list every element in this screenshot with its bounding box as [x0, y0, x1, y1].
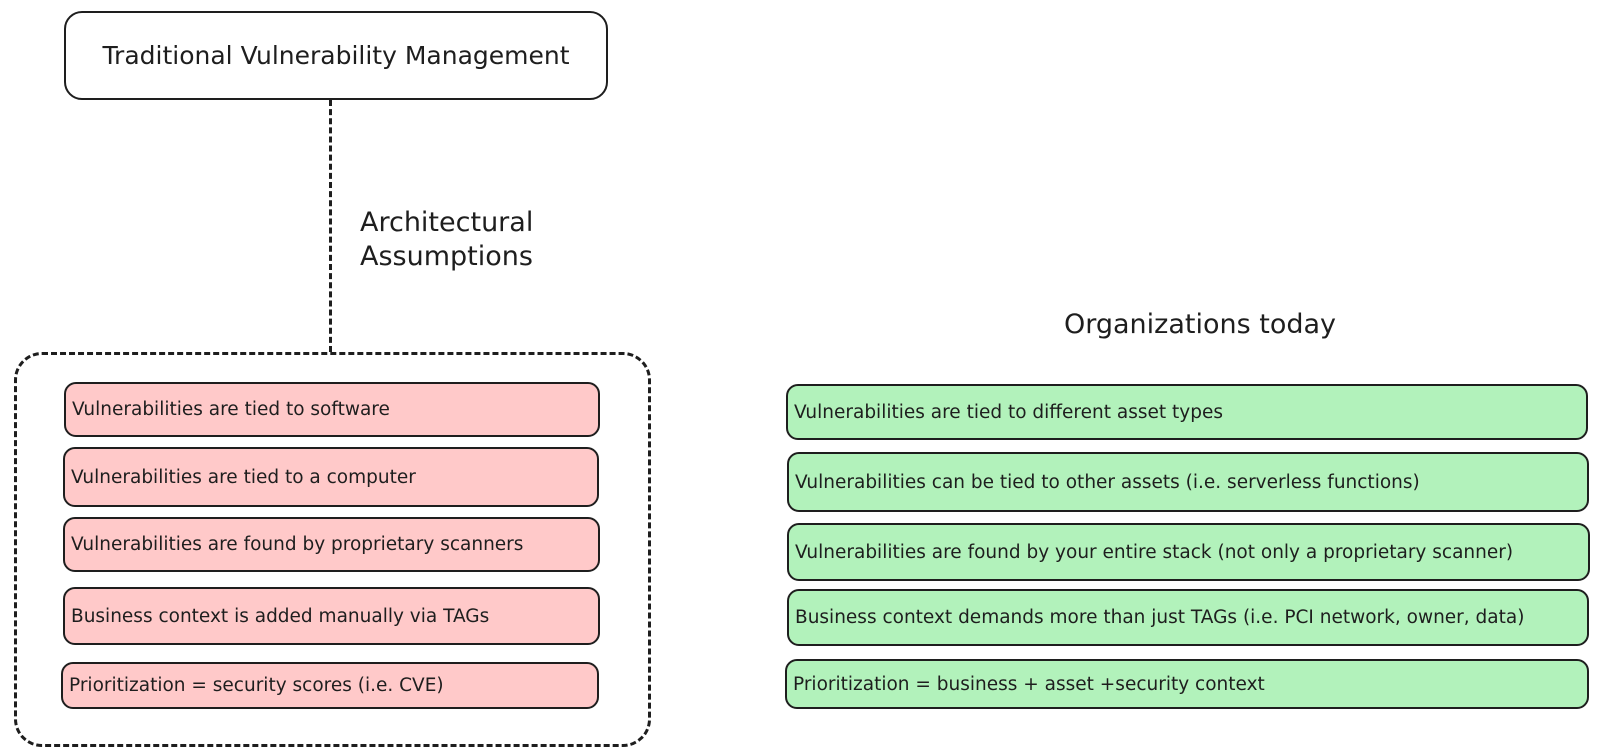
modern-item-text: Vulnerabilities can be tied to other ass…: [795, 471, 1420, 493]
traditional-item-text: Business context is added manually via T…: [71, 605, 490, 627]
traditional-item: Business context is added manually via T…: [63, 587, 600, 645]
title-box: Traditional Vulnerability Management: [64, 11, 608, 100]
title-text: Traditional Vulnerability Management: [102, 41, 570, 70]
traditional-item: Vulnerabilities are tied to software: [64, 382, 600, 437]
organizations-heading: Organizations today: [1064, 309, 1337, 340]
modern-item: Vulnerabilities are tied to different as…: [786, 384, 1588, 440]
traditional-item: Vulnerabilities are found by proprietary…: [63, 517, 600, 572]
modern-item: Vulnerabilities can be tied to other ass…: [787, 452, 1589, 512]
traditional-item-text: Vulnerabilities are tied to a computer: [71, 466, 416, 488]
connector-label-line-2: Assumptions: [360, 241, 533, 272]
modern-item-text: Prioritization = business + asset +secur…: [793, 673, 1265, 695]
traditional-item: Prioritization = security scores (i.e. C…: [61, 662, 599, 709]
connector-label: Architectural Assumptions: [360, 206, 533, 274]
modern-item: Business context demands more than just …: [787, 589, 1589, 646]
modern-item-text: Vulnerabilities are found by your entire…: [795, 541, 1514, 563]
traditional-item-text: Prioritization = security scores (i.e. C…: [69, 675, 444, 696]
modern-item-text: Vulnerabilities are tied to different as…: [794, 401, 1223, 423]
dashed-connector: [329, 100, 332, 352]
modern-item: Vulnerabilities are found by your entire…: [787, 523, 1590, 581]
traditional-item-text: Vulnerabilities are found by proprietary…: [71, 534, 524, 555]
traditional-item-text: Vulnerabilities are tied to software: [72, 399, 390, 420]
modern-item-text: Business context demands more than just …: [795, 607, 1525, 628]
modern-item: Prioritization = business + asset +secur…: [785, 659, 1589, 709]
connector-label-line-1: Architectural: [360, 207, 534, 238]
traditional-item: Vulnerabilities are tied to a computer: [63, 447, 599, 507]
assumptions-group: [14, 352, 651, 747]
